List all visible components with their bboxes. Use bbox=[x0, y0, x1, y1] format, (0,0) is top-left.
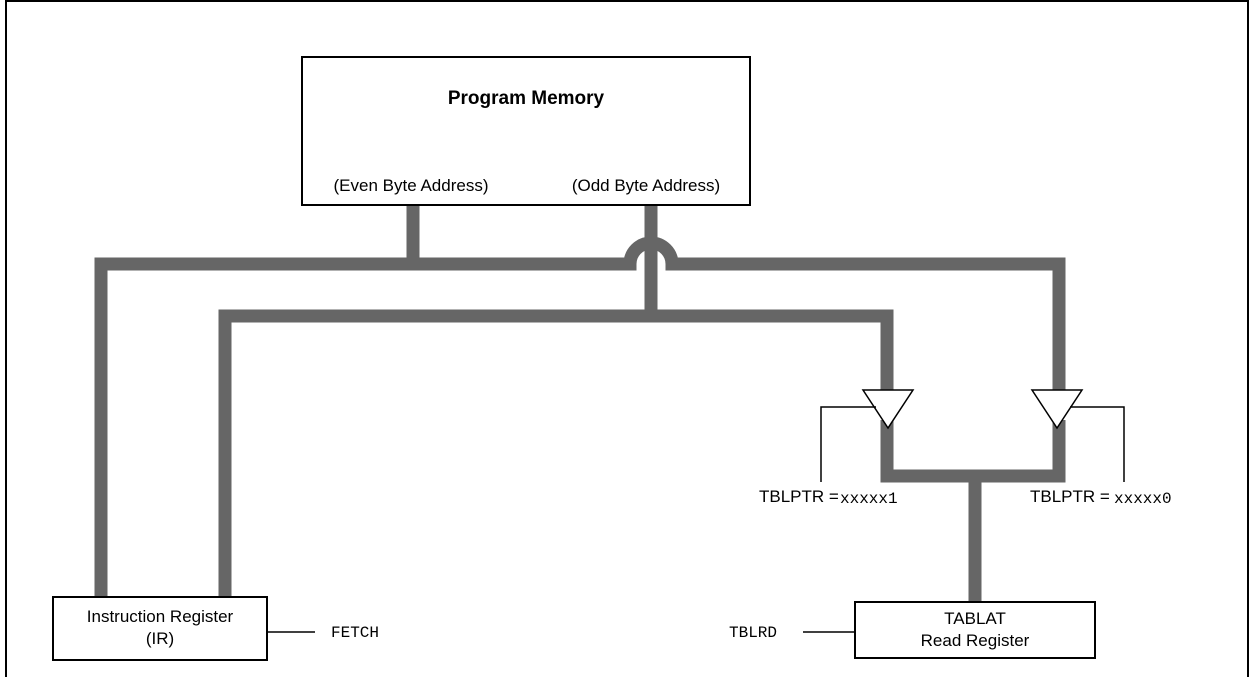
tablat-read-register-label: Read Register bbox=[921, 631, 1030, 650]
instruction-register-abbrev: (IR) bbox=[146, 629, 174, 648]
program-memory-block: Program Memory (Even Byte Address) (Odd … bbox=[301, 56, 751, 206]
buffer-left-triangle bbox=[861, 389, 915, 430]
buffer-right-tblptr-label: TBLPTR = bbox=[1030, 487, 1110, 506]
even-byte-address-label: (Even Byte Address) bbox=[334, 176, 489, 195]
buffer-left-tblptr-label: TBLPTR = bbox=[759, 487, 839, 506]
buffer-right-enable-wire bbox=[1070, 406, 1125, 482]
tablat-label: TABLAT bbox=[944, 609, 1006, 628]
buffer-left-enable-wire bbox=[820, 406, 876, 482]
buffer-right-tblptr-value: xxxxx0 bbox=[1114, 490, 1172, 508]
buffer-left-tblptr-value: xxxxx1 bbox=[840, 490, 898, 508]
odd-bus-to-left-buffer bbox=[651, 309, 894, 390]
instruction-register-block: Instruction Register (IR) FETCH bbox=[52, 596, 379, 661]
tablat-block: TABLAT Read Register TBLRD bbox=[729, 601, 1096, 659]
even-bus-to-ir bbox=[94, 257, 413, 597]
instruction-register-label: Instruction Register bbox=[87, 607, 234, 626]
program-memory-title: Program Memory bbox=[448, 88, 605, 109]
data-buses bbox=[94, 205, 1066, 602]
buffer-left: TBLPTR = xxxxx1 bbox=[759, 389, 915, 508]
program-memory-box bbox=[301, 56, 751, 206]
buffer-right-triangle bbox=[1030, 389, 1084, 430]
odd-bus-to-ir bbox=[218, 309, 651, 597]
fetch-signal-label: FETCH bbox=[331, 624, 379, 642]
buffer-output-bus bbox=[880, 420, 1066, 483]
buffer-right: TBLPTR = xxxxx0 bbox=[1030, 389, 1172, 508]
instruction-register-box bbox=[52, 596, 268, 661]
tblrd-signal-label: TBLRD bbox=[729, 624, 777, 642]
odd-byte-address-label: (Odd Byte Address) bbox=[572, 176, 720, 195]
tablat-box bbox=[854, 601, 1096, 659]
diagram-frame bbox=[5, 0, 1249, 677]
